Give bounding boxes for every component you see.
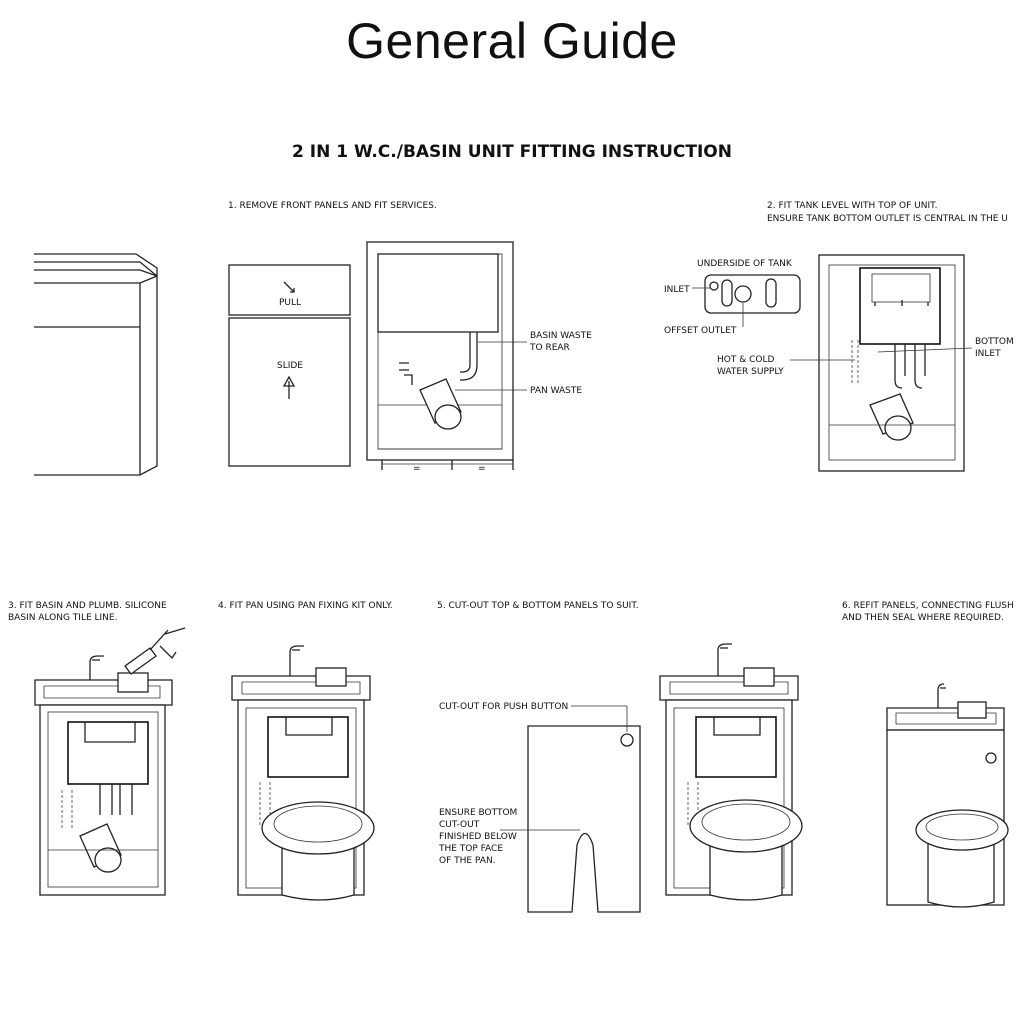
step-4-text: 4. FIT PAN USING PAN FIXING KIT ONLY. xyxy=(218,601,393,611)
bottom-inlet-label-1: BOTTOM xyxy=(975,337,1014,347)
step-3-text-line2: BASIN ALONG TILE LINE. xyxy=(8,613,117,623)
slide-label: SLIDE xyxy=(277,361,303,371)
open-unit-services: = = BASIN WASTE TO REAR PAN WASTE xyxy=(366,241,592,474)
ensure-label-5: OF THE PAN. xyxy=(439,856,496,866)
unit-pan-fitted xyxy=(231,645,375,901)
unit-pan-cutout xyxy=(659,643,803,901)
finished-unit xyxy=(886,683,1009,908)
inlet-label: INLET xyxy=(664,285,690,295)
front-panels: PULL SLIDE xyxy=(228,264,351,467)
step-1-text: 1. REMOVE FRONT PANELS AND FIT SERVICES. xyxy=(228,201,437,211)
equal-mark-left: = xyxy=(413,464,421,474)
bottom-inlet-label-2: INLET xyxy=(975,349,1001,359)
step-6-text-line2: AND THEN SEAL WHERE REQUIRED. xyxy=(842,613,1004,623)
basin-waste-label-2: TO REAR xyxy=(529,343,570,353)
ensure-label-3: FINISHED BELOW xyxy=(439,832,517,842)
step-2-text-line2: ENSURE TANK BOTTOM OUTLET IS CENTRAL IN … xyxy=(767,214,1008,224)
equal-mark-right: = xyxy=(478,464,486,474)
ensure-label-2: CUT-OUT xyxy=(439,820,480,830)
underside-label: UNDERSIDE OF TANK xyxy=(697,259,793,269)
ensure-label-4: THE TOP FACE xyxy=(438,844,503,854)
cut-out-panel: CUT-OUT FOR PUSH BUTTON ENSURE BOTTOM CU… xyxy=(438,702,641,913)
page-title: General Guide xyxy=(346,13,678,69)
hot-cold-label-2: WATER SUPPLY xyxy=(717,367,784,377)
pull-label: PULL xyxy=(279,298,301,308)
unit-with-tank: HOT & COLD WATER SUPPLY BOTTOM INLET xyxy=(717,254,1014,472)
tank-underside-detail: UNDERSIDE OF TANK INLET OFFSET OUTLET xyxy=(664,259,801,336)
step-5-text: 5. CUT-OUT TOP & BOTTOM PANELS TO SUIT. xyxy=(437,601,639,611)
basin-waste-label-1: BASIN WASTE xyxy=(530,331,592,341)
unit-basin-fitted xyxy=(34,627,186,896)
closed-unit xyxy=(34,253,158,476)
instruction-heading: 2 IN 1 W.C./BASIN UNIT FITTING INSTRUCTI… xyxy=(292,142,732,162)
ensure-label-1: ENSURE BOTTOM xyxy=(439,808,517,818)
hot-cold-label-1: HOT & COLD xyxy=(717,355,774,365)
step-2-text-line1: 2. FIT TANK LEVEL WITH TOP OF UNIT. xyxy=(767,201,937,211)
step-3-text-line1: 3. FIT BASIN AND PLUMB. SILICONE xyxy=(8,601,167,611)
cut-out-push-label: CUT-OUT FOR PUSH BUTTON xyxy=(439,702,568,712)
pan-waste-label: PAN WASTE xyxy=(530,386,582,396)
offset-outlet-label: OFFSET OUTLET xyxy=(664,326,737,336)
step-6-text-line1: 6. REFIT PANELS, CONNECTING FLUSH xyxy=(842,601,1014,611)
